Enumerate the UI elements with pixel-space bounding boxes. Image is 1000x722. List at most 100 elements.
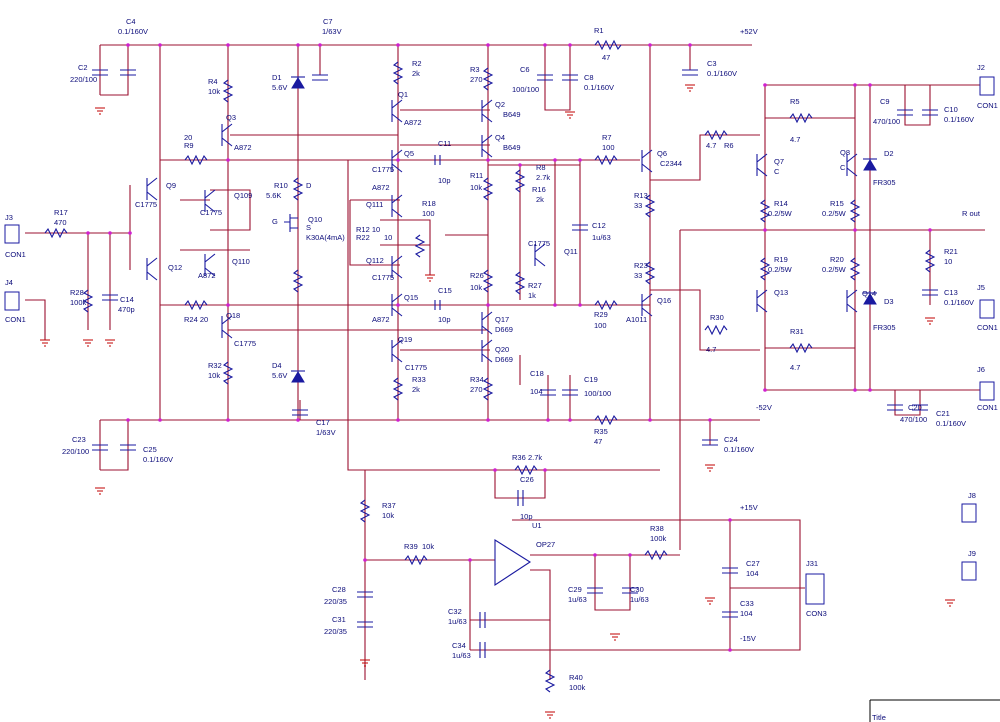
label-r16a: R16 xyxy=(532,185,546,194)
label-q111: Q111 xyxy=(366,200,383,209)
label-r30b: 4.7 xyxy=(706,345,716,354)
label-q9: Q9 xyxy=(166,181,176,190)
junction-dot xyxy=(568,43,572,47)
label-q3: Q3 xyxy=(226,113,236,122)
junction-dot xyxy=(728,518,732,522)
label-r26a: R26 xyxy=(470,271,484,280)
label-r13a: R13 xyxy=(634,191,648,200)
label-r24a: R24 20 xyxy=(184,315,208,324)
label-r6b: R6 xyxy=(724,141,734,150)
capacitors xyxy=(92,69,938,658)
grounds xyxy=(40,84,955,719)
label-c1776a: C1775 xyxy=(135,200,157,209)
label-r2b: 2k xyxy=(412,69,420,78)
label-r17b: 470 xyxy=(54,218,67,227)
label-q18b: C1775 xyxy=(234,339,256,348)
junction-dot xyxy=(568,418,572,422)
label-c14a: C14 xyxy=(120,295,134,304)
label-c32b: 1u/63 xyxy=(448,617,467,626)
label-r2a: R2 xyxy=(412,59,422,68)
label-r34b: 270 xyxy=(470,385,483,394)
label-d3a: D3 xyxy=(884,297,894,306)
label-c25a: C25 xyxy=(143,445,157,454)
junction-dot xyxy=(628,553,632,557)
label-r34a: R34 xyxy=(470,375,484,384)
label-q19: Q19 xyxy=(398,335,412,344)
label-con3: CON3 xyxy=(806,609,827,618)
label-j5a: J5 xyxy=(977,283,985,292)
label-r21b: 10 xyxy=(944,257,952,266)
label-c6b: 100/100 xyxy=(512,85,539,94)
label-r31b: 4.7 xyxy=(790,363,800,372)
label-r4b: 10k xyxy=(208,87,220,96)
junction-dot xyxy=(763,83,767,87)
label-c14b: 470p xyxy=(118,305,135,314)
label-c11a: C11 xyxy=(438,139,451,148)
label-c9b: 470/100 xyxy=(873,117,900,126)
label-c24a: C24 xyxy=(724,435,738,444)
label-r36b: 2.7k xyxy=(528,453,542,462)
junction-dot xyxy=(296,43,300,47)
label-c25b: 0.1/160V xyxy=(143,455,173,464)
label-j4b: CON1 xyxy=(5,315,26,324)
label-q1: Q1 xyxy=(398,90,408,99)
junction-dot xyxy=(763,228,767,232)
label-c27b: 104 xyxy=(746,569,759,578)
label-r9a: 20 xyxy=(184,133,192,142)
label-r11a: R11 xyxy=(470,171,483,180)
junction-dot xyxy=(128,231,132,235)
label-a872d: A872 xyxy=(198,271,216,280)
label-c26b: 10p xyxy=(520,512,533,521)
label-c8b: 0.1/160V xyxy=(584,83,614,92)
label-c9a: C9 xyxy=(880,97,890,106)
label-q17a: Q17 xyxy=(495,315,509,324)
label-a872e: A872 xyxy=(372,315,390,324)
label-j3b: CON1 xyxy=(5,250,26,259)
junction-dot xyxy=(363,558,367,562)
junction-dot xyxy=(86,231,90,235)
label-r23a: R23 xyxy=(634,261,648,270)
label-c10a: C10 xyxy=(944,105,958,114)
junction-dot xyxy=(158,43,162,47)
label-d4b: 5.6V xyxy=(272,371,287,380)
label-q7a: Q7 xyxy=(774,157,784,166)
label-a872a: A872 xyxy=(404,118,422,127)
label-r8b: 2.7k xyxy=(536,173,550,182)
label-q112: Q112 xyxy=(366,256,384,265)
title-block xyxy=(869,699,1000,722)
junction-dot xyxy=(578,158,582,162)
label-q18a: Q18 xyxy=(226,311,240,320)
label-p52: +52V xyxy=(740,27,758,36)
label-r17a: R17 xyxy=(54,208,68,217)
junction-dot xyxy=(543,43,547,47)
label-c7a: C7 xyxy=(323,17,333,26)
junction-dot xyxy=(688,43,692,47)
junction-dot xyxy=(226,43,230,47)
junction-dot xyxy=(708,418,712,422)
label-c1775q11: C1775 xyxy=(528,239,550,248)
label-r38b: 100k xyxy=(650,534,667,543)
label-c24b: 0.1/160V xyxy=(724,445,754,454)
label-q16: Q16 xyxy=(657,296,671,305)
label-c3b: 0.1/160V xyxy=(707,69,737,78)
label-q15: Q15 xyxy=(404,293,418,302)
label-sa: S xyxy=(306,223,311,232)
label-d1b: 5.6V xyxy=(272,83,287,92)
label-r32b: 10k xyxy=(208,371,220,380)
label-r35b: 47 xyxy=(594,437,602,446)
label-c26a: C26 xyxy=(520,475,534,484)
label-c13b: 0.1/160V xyxy=(944,298,974,307)
label-c10b: 0.1/160V xyxy=(944,115,974,124)
label-r40b: 100k xyxy=(569,683,586,692)
label-c15a: C15 xyxy=(438,286,452,295)
junction-dot xyxy=(396,158,400,162)
label-r39a: R39 xyxy=(404,542,418,551)
label-c17a: C17 xyxy=(316,418,330,427)
label-r16b: 2k xyxy=(536,195,544,204)
label-j8a: J8 xyxy=(968,491,976,500)
label-r18a: R18 xyxy=(422,199,436,208)
label-d2a: D2 xyxy=(884,149,894,158)
label-q6b: C2344 xyxy=(660,159,682,168)
junction-dot xyxy=(728,648,732,652)
junction-dot xyxy=(226,418,230,422)
